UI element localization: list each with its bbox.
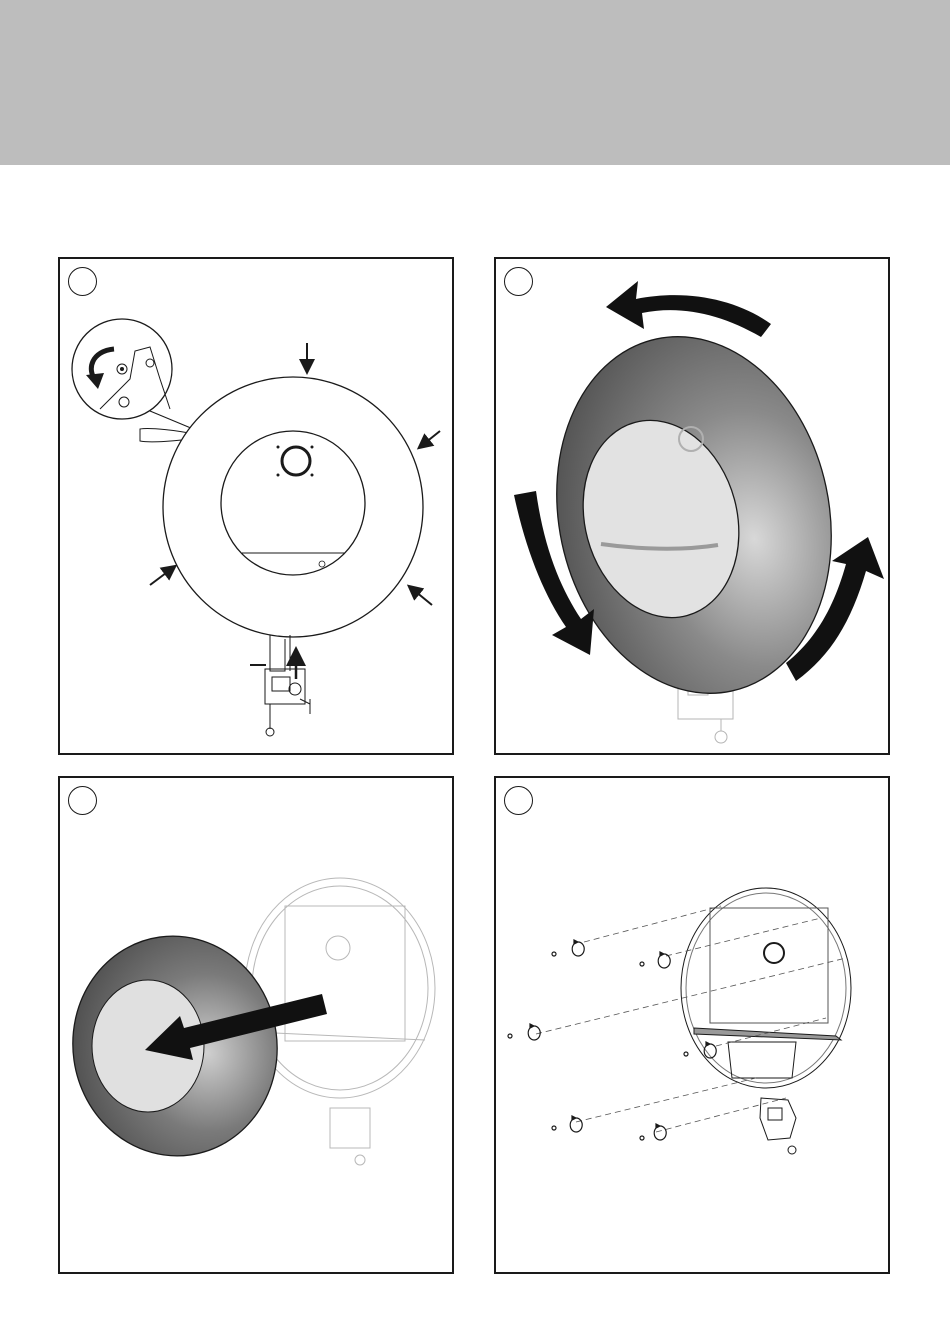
step-panel-3: [58, 776, 454, 1274]
step-1-illustration: [60, 259, 454, 755]
step-4-illustration: [496, 778, 890, 1274]
step-3-illustration: [60, 778, 454, 1274]
step-number-circle: [504, 267, 533, 296]
header-band: [0, 0, 950, 165]
step-number-circle: [504, 786, 533, 815]
step-panel-2: [494, 257, 890, 755]
valve-assembly: [250, 635, 310, 736]
firebox-frame: [681, 888, 851, 1154]
step-number-circle: [68, 267, 97, 296]
step-number-circle: [68, 786, 97, 815]
step-2-illustration: [496, 259, 890, 755]
step-panel-4: [494, 776, 890, 1274]
step-panel-1: [58, 257, 454, 755]
detail-magnifier: [72, 319, 198, 431]
surround-front-view: [163, 377, 423, 637]
